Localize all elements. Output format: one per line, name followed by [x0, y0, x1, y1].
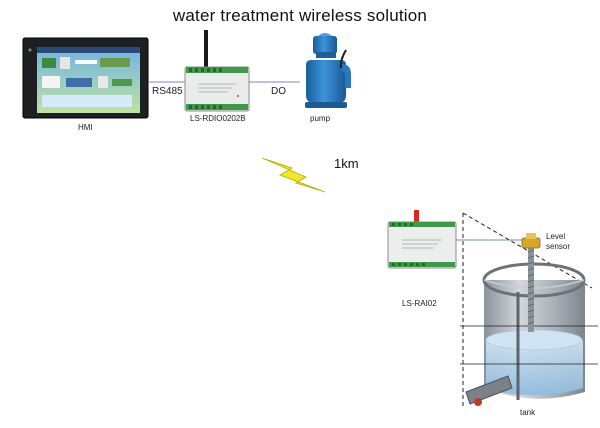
hmi-panel-icon [23, 38, 148, 118]
rdio-module-icon [185, 30, 249, 111]
pump-label: pump [310, 114, 330, 123]
hmi-label: HMI [78, 123, 93, 132]
rai-label: LS-RAI02 [402, 299, 437, 308]
level-sensor-label: Level sensor [546, 232, 570, 252]
rdio-label: LS-RDIO0202B [190, 114, 246, 123]
rs485-label: RS485 [152, 86, 183, 97]
distance-label: 1km [334, 156, 359, 171]
pump-icon [305, 33, 351, 108]
tank-label: tank [520, 408, 535, 417]
lightning-icon [262, 158, 325, 192]
rai-module-icon [388, 210, 456, 268]
do-label: DO [271, 86, 286, 97]
